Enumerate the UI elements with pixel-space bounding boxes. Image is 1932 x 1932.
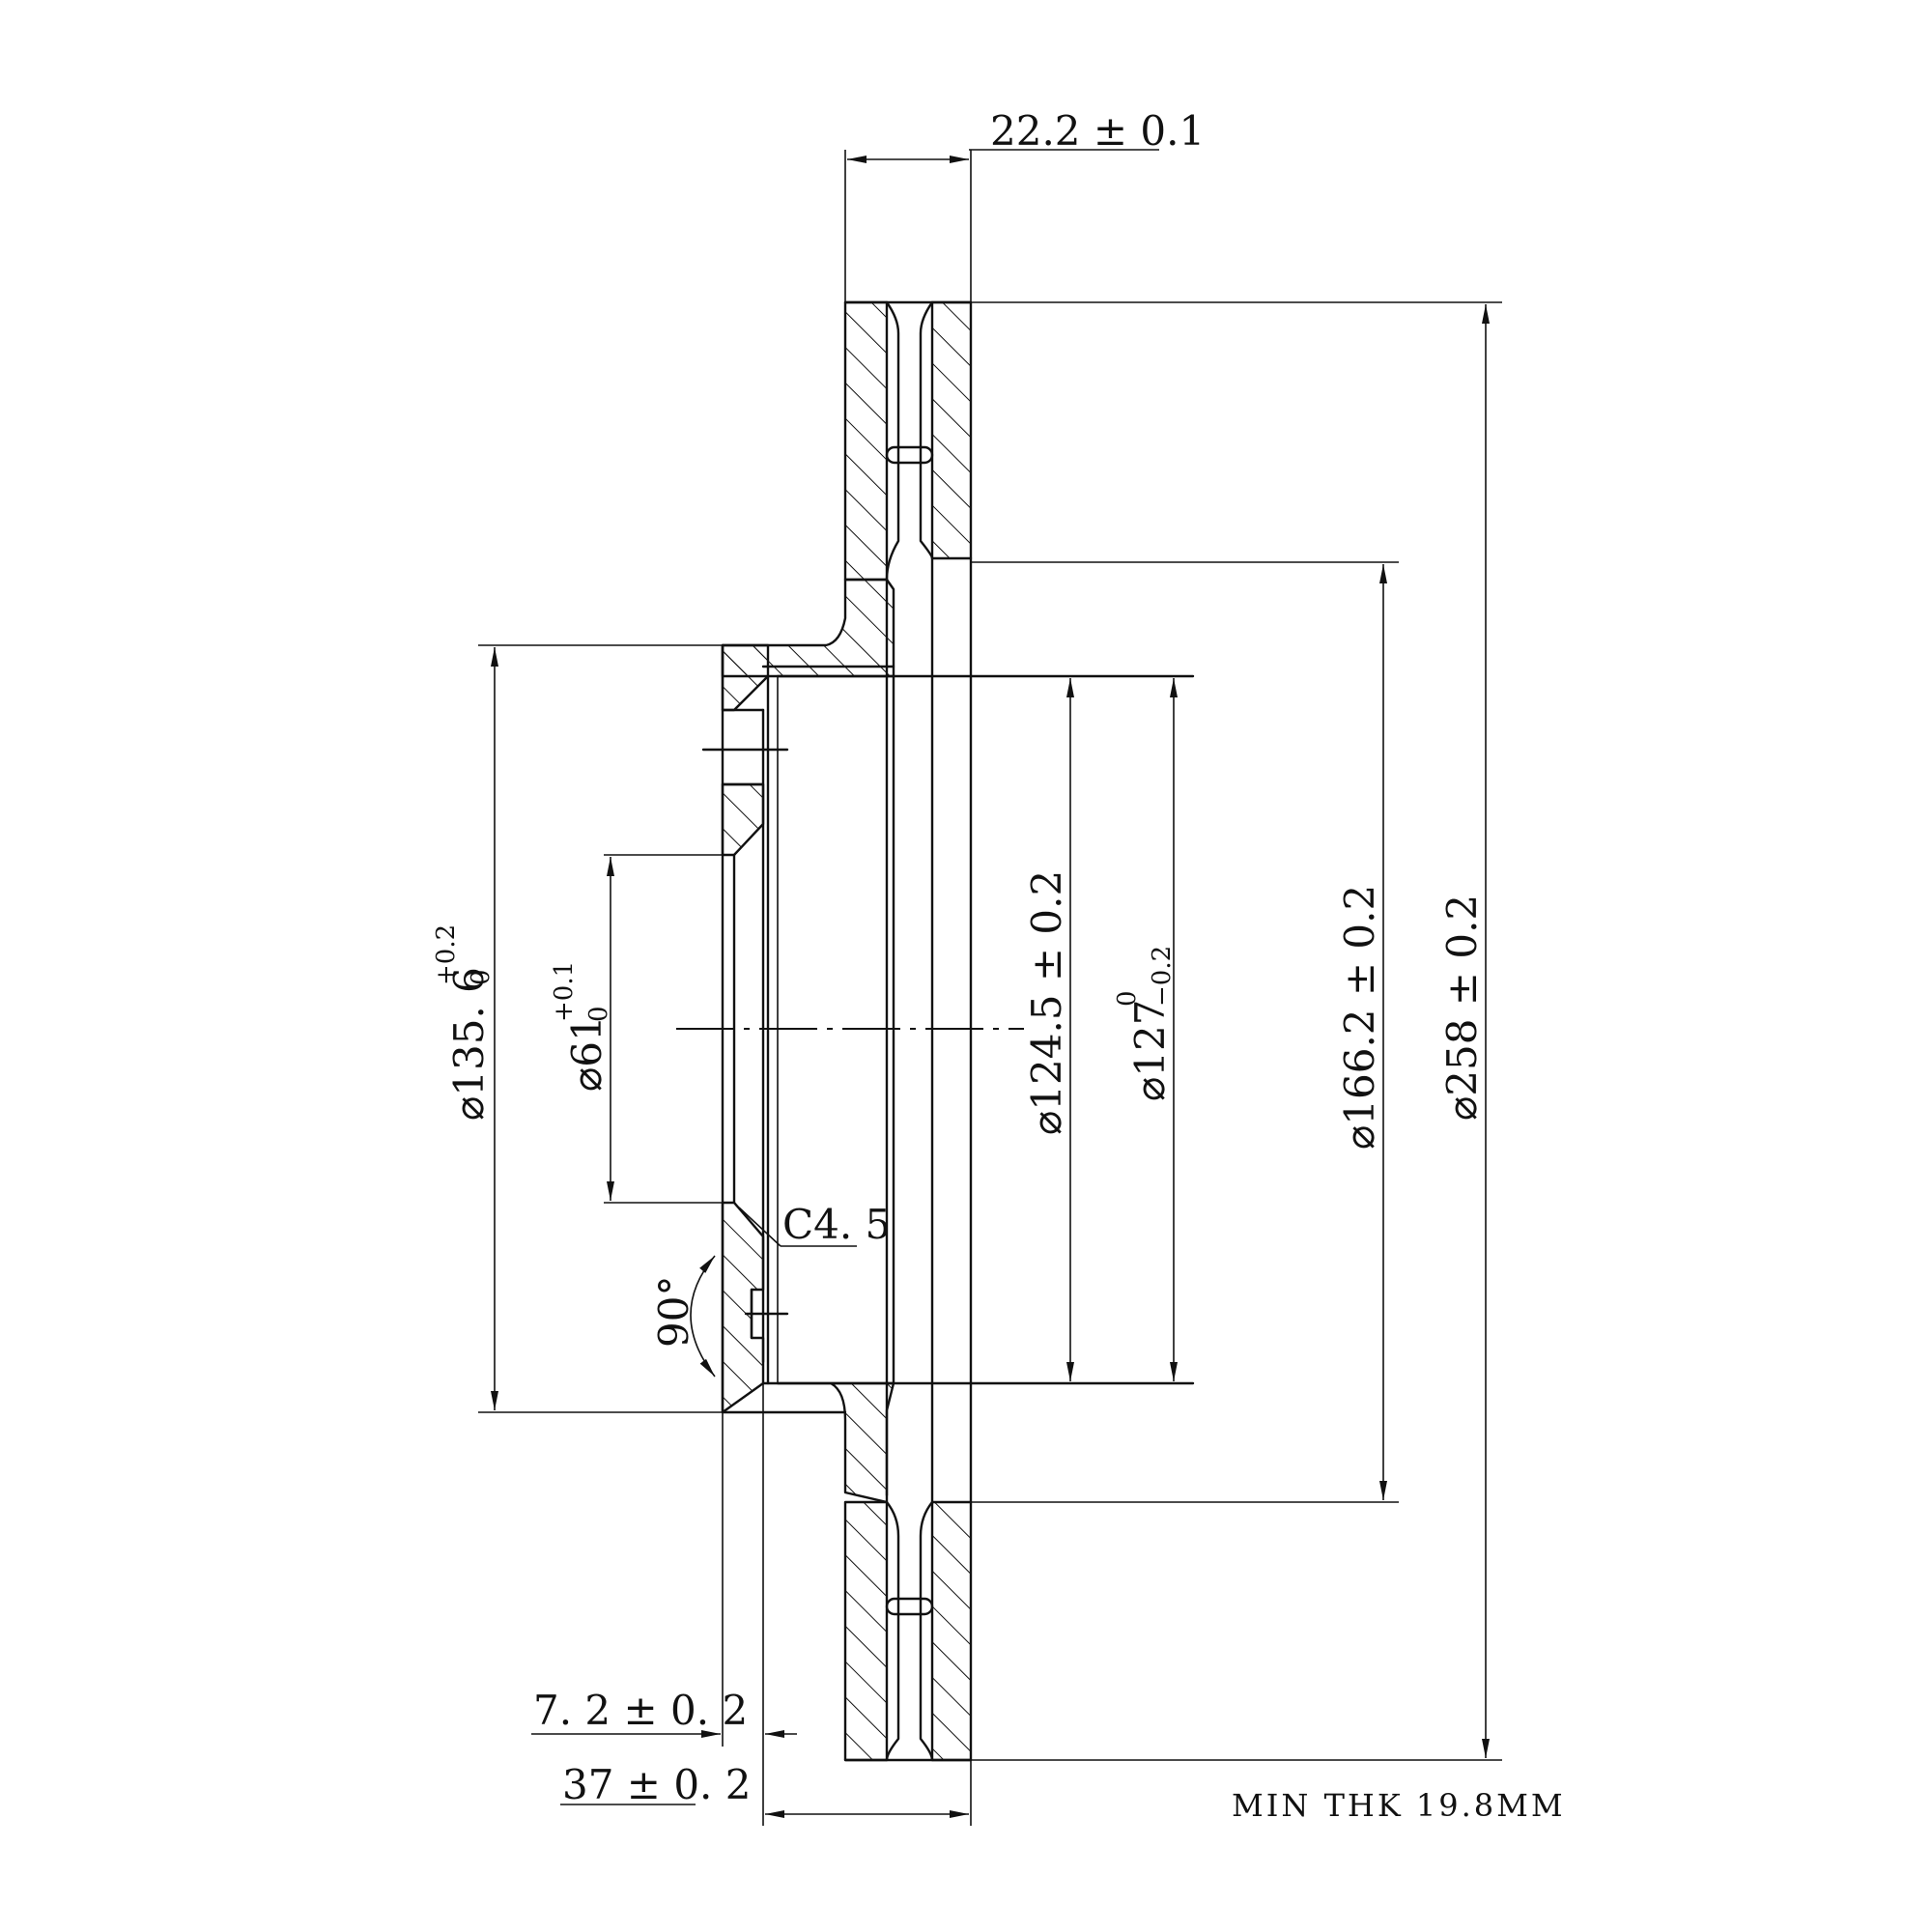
label-hat-wall: 7. 2 ± 0. 2	[533, 1687, 748, 1734]
top-hub-flange	[721, 643, 770, 712]
bottom-neck	[761, 1381, 895, 1504]
svg-text:⌀61: ⌀61	[563, 1015, 611, 1092]
top-inner-plate	[930, 300, 973, 560]
bottom-inner-plate	[930, 1500, 973, 1762]
bottom-hub-chamfer	[721, 1201, 765, 1414]
label-chamfer: C4. 5	[782, 1201, 891, 1248]
label-overall-thickness: 22.2 ± 0.1	[990, 107, 1205, 155]
svg-text:0: 0	[467, 969, 496, 985]
label-friction-inner-diameter: ⌀166.2 ± 0.2	[1336, 885, 1383, 1150]
dimension-lines	[491, 149, 1490, 1818]
svg-text:−0.2: −0.2	[1148, 946, 1177, 1007]
bottom-vane-slot	[885, 1597, 934, 1616]
svg-text:⌀135. 6: ⌀135. 6	[445, 967, 493, 1121]
label-offset: 37 ± 0. 2	[562, 1761, 751, 1808]
label-center-bore: ⌀61 +0.1 0	[550, 961, 613, 1092]
label-outer-diameter: ⌀258 ± 0.2	[1438, 895, 1486, 1121]
disc-section	[676, 300, 1195, 1762]
bottom-outer-plate	[843, 1500, 889, 1762]
svg-text:0: 0	[584, 1006, 613, 1022]
label-hat-inner-diameter: ⌀124.5 ± 0.2	[1023, 870, 1070, 1135]
note-min-thickness: MIN THK 19.8MM	[1232, 1787, 1566, 1824]
top-outer-plate	[843, 300, 889, 582]
svg-text:+0.1: +0.1	[550, 961, 579, 1022]
top-vane-slot	[885, 445, 934, 465]
label-angle: 90°	[650, 1276, 697, 1348]
dimension-labels: 22.2 ± 0.1 ⌀258 ± 0.2 ⌀166.2 ± 0.2 ⌀127 …	[432, 107, 1566, 1824]
top-hub-lower	[721, 782, 765, 857]
svg-text:0: 0	[1113, 990, 1142, 1007]
svg-text:⌀127: ⌀127	[1126, 1000, 1174, 1101]
extension-lines	[478, 150, 1502, 1826]
svg-text:+0.2: +0.2	[432, 924, 461, 985]
label-hub-diameter: ⌀135. 6 +0.2 0	[432, 924, 496, 1121]
label-hat-outer-diameter: ⌀127 0 −0.2	[1113, 946, 1177, 1101]
